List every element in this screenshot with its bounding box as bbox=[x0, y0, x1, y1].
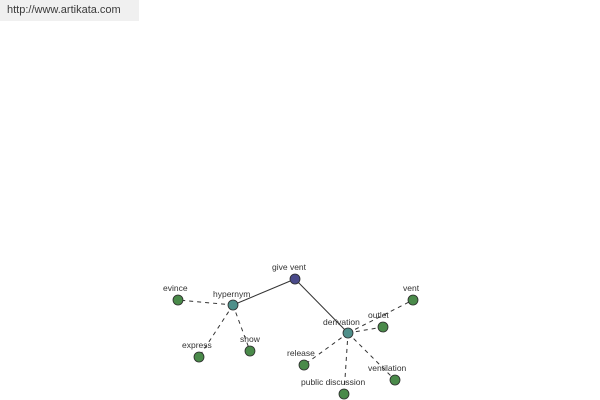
node-outlet[interactable]: outlet bbox=[368, 310, 389, 333]
node-label-derivation: derivation bbox=[323, 317, 360, 327]
node-label-release: release bbox=[287, 348, 315, 358]
edge-derivation-to-outlet bbox=[347, 326, 384, 334]
node-label-public-discussion: public discussion bbox=[301, 377, 366, 387]
node-dot-express[interactable] bbox=[193, 351, 205, 363]
node-public-discussion[interactable]: public discussion bbox=[301, 377, 366, 400]
node-ventilation[interactable]: ventilation bbox=[368, 363, 407, 386]
node-label-evince: evince bbox=[163, 283, 188, 293]
node-dot-vent[interactable] bbox=[407, 294, 419, 306]
edge-derivation-to-ventilation bbox=[347, 332, 396, 381]
node-dot-derivation[interactable] bbox=[342, 327, 354, 339]
edge-derivation-to-public-discussion bbox=[343, 332, 349, 395]
node-dot-ventilation[interactable] bbox=[389, 374, 401, 386]
node-label-outlet: outlet bbox=[368, 310, 389, 320]
node-evince[interactable]: evince bbox=[163, 283, 188, 306]
graph-nodes: give vent hypernym derivation evince express… bbox=[163, 262, 420, 400]
site-url-link[interactable]: http://www.artikata.com bbox=[0, 0, 139, 21]
node-dot-public-discussion[interactable] bbox=[338, 388, 350, 400]
node-label-hypernym: hypernym bbox=[213, 289, 250, 299]
edge-give-vent-to-derivation bbox=[294, 278, 349, 334]
node-dot-show[interactable] bbox=[244, 345, 256, 357]
node-label-ventilation: ventilation bbox=[368, 363, 407, 373]
edge-derivation-to-release bbox=[303, 332, 349, 366]
node-label-vent: vent bbox=[403, 283, 420, 293]
edge-hypernym-to-evince bbox=[177, 299, 234, 306]
node-express[interactable]: express bbox=[182, 340, 212, 363]
node-dot-hypernym[interactable] bbox=[227, 299, 239, 311]
graph-edges bbox=[177, 278, 414, 395]
node-label-show: show bbox=[240, 334, 261, 344]
node-show[interactable]: show bbox=[240, 334, 261, 357]
node-hypernym[interactable]: hypernym bbox=[213, 289, 250, 311]
node-label-give-vent: give vent bbox=[272, 262, 307, 272]
node-vent[interactable]: vent bbox=[403, 283, 420, 306]
node-dot-outlet[interactable] bbox=[377, 321, 389, 333]
edge-hypernym-to-express bbox=[198, 304, 234, 358]
node-give-vent[interactable]: give vent bbox=[272, 262, 307, 285]
node-dot-release[interactable] bbox=[298, 359, 310, 371]
node-derivation[interactable]: derivation bbox=[323, 317, 360, 339]
node-release[interactable]: release bbox=[287, 348, 315, 371]
edge-hypernym-to-show bbox=[232, 304, 251, 352]
node-label-express: express bbox=[182, 340, 212, 350]
node-dot-evince[interactable] bbox=[172, 294, 184, 306]
edge-give-vent-to-hypernym bbox=[232, 278, 296, 306]
node-dot-give-vent[interactable] bbox=[289, 273, 301, 285]
